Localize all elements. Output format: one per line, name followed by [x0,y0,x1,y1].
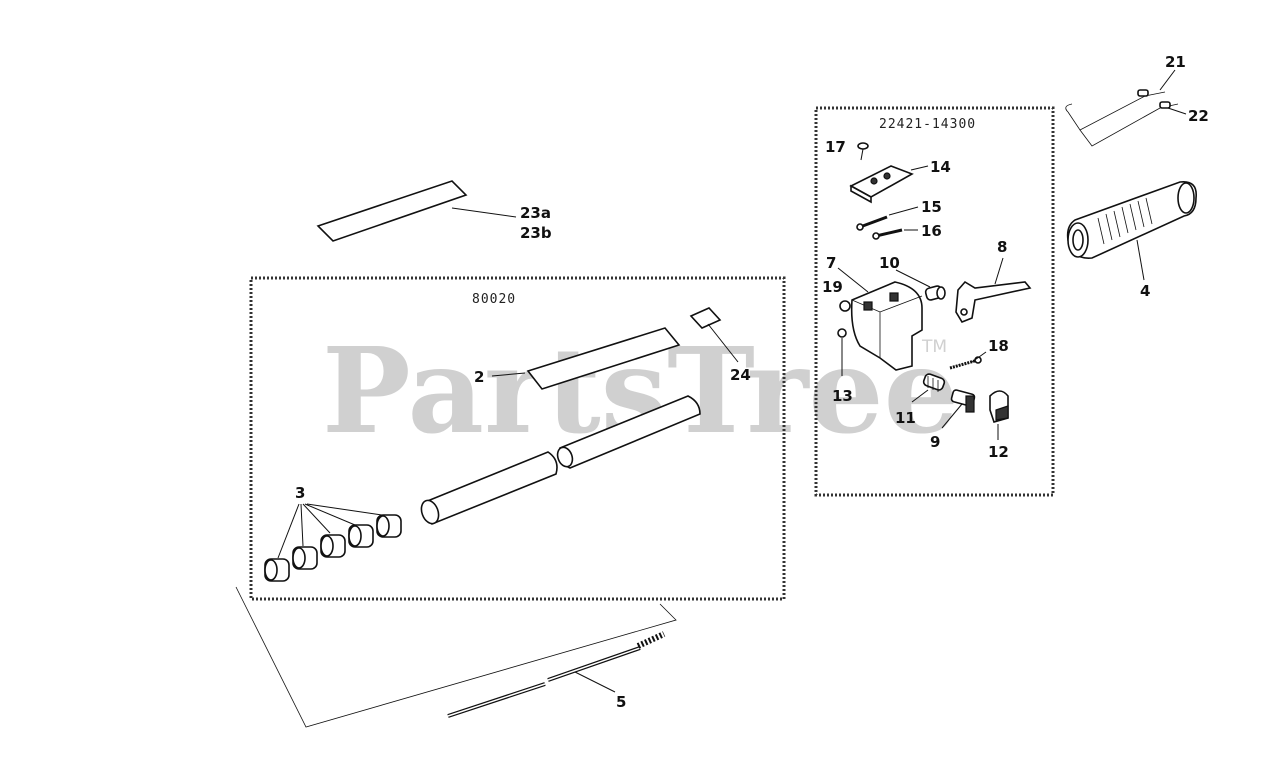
drive-shaft-outline [235,586,677,728]
leader-21 [1159,69,1176,91]
leader-14 [910,165,929,171]
part-plug-10[interactable] [924,285,946,301]
part-lever-8[interactable] [955,280,1032,323]
part-label-2[interactable] [526,327,681,390]
callout-15[interactable]: 15 [921,198,942,216]
kit-number-left: 80020 [472,292,516,307]
leader-8 [994,257,1004,285]
part-pin-15[interactable] [856,215,888,231]
kit-box-left [249,276,786,601]
callout-2[interactable]: 2 [474,368,484,386]
kit-number-right: 22421-14300 [879,117,976,132]
callout-10[interactable]: 10 [879,254,900,272]
leader-24 [707,323,739,363]
callout-19[interactable]: 19 [822,278,843,296]
leader-23 [451,207,517,218]
callout-14[interactable]: 14 [930,158,951,176]
part-spring-11[interactable] [922,373,946,392]
watermark-trademark: TM [921,337,947,357]
callout-8[interactable]: 8 [997,238,1007,256]
part-decal-23[interactable] [316,180,468,242]
callout-21[interactable]: 21 [1165,53,1186,71]
part-wire-22[interactable] [1079,101,1179,147]
part-nut-19[interactable] [839,300,851,312]
leader-9 [941,403,963,429]
part-drive-shaft-5[interactable] [447,631,666,718]
part-button-9[interactable] [950,389,976,413]
part-nut-13[interactable] [837,328,847,338]
callout-4[interactable]: 4 [1140,282,1150,300]
callout-12[interactable]: 12 [988,443,1009,461]
part-clip-12[interactable] [989,390,1009,423]
callout-11[interactable]: 11 [895,409,916,427]
leader-7 [837,267,869,293]
part-wire-21[interactable] [1065,89,1166,131]
leader-11 [911,389,929,403]
leader-10 [895,269,931,288]
leader-4 [1136,239,1145,281]
callout-22[interactable]: 22 [1188,107,1209,125]
callout-3[interactable]: 3 [295,484,305,502]
callout-16[interactable]: 16 [921,222,942,240]
callout-13[interactable]: 13 [832,387,853,405]
leaders-3 [277,503,383,559]
leader-22 [1167,107,1187,115]
part-grip-4[interactable] [1066,181,1197,259]
part-shaft-tube[interactable] [418,395,701,526]
part-screw-17[interactable] [857,142,869,161]
part-housing-7[interactable] [850,281,923,371]
callout-23b[interactable]: 23b [520,224,552,242]
callout-23a[interactable]: 23a [520,204,551,222]
part-cover-14[interactable] [849,165,914,204]
leader-2 [491,372,526,377]
callout-24[interactable]: 24 [730,366,751,384]
part-tag-24[interactable] [689,307,722,329]
leader-15 [888,206,919,216]
leader-18 [971,351,987,363]
callout-7[interactable]: 7 [826,254,836,272]
callout-5[interactable]: 5 [616,693,626,711]
leader-5 [574,671,616,693]
callout-18[interactable]: 18 [988,337,1009,355]
callout-17[interactable]: 17 [825,138,846,156]
part-pin-16[interactable] [872,228,903,240]
callout-9[interactable]: 9 [930,433,940,451]
part-bushings-3[interactable] [264,514,402,582]
